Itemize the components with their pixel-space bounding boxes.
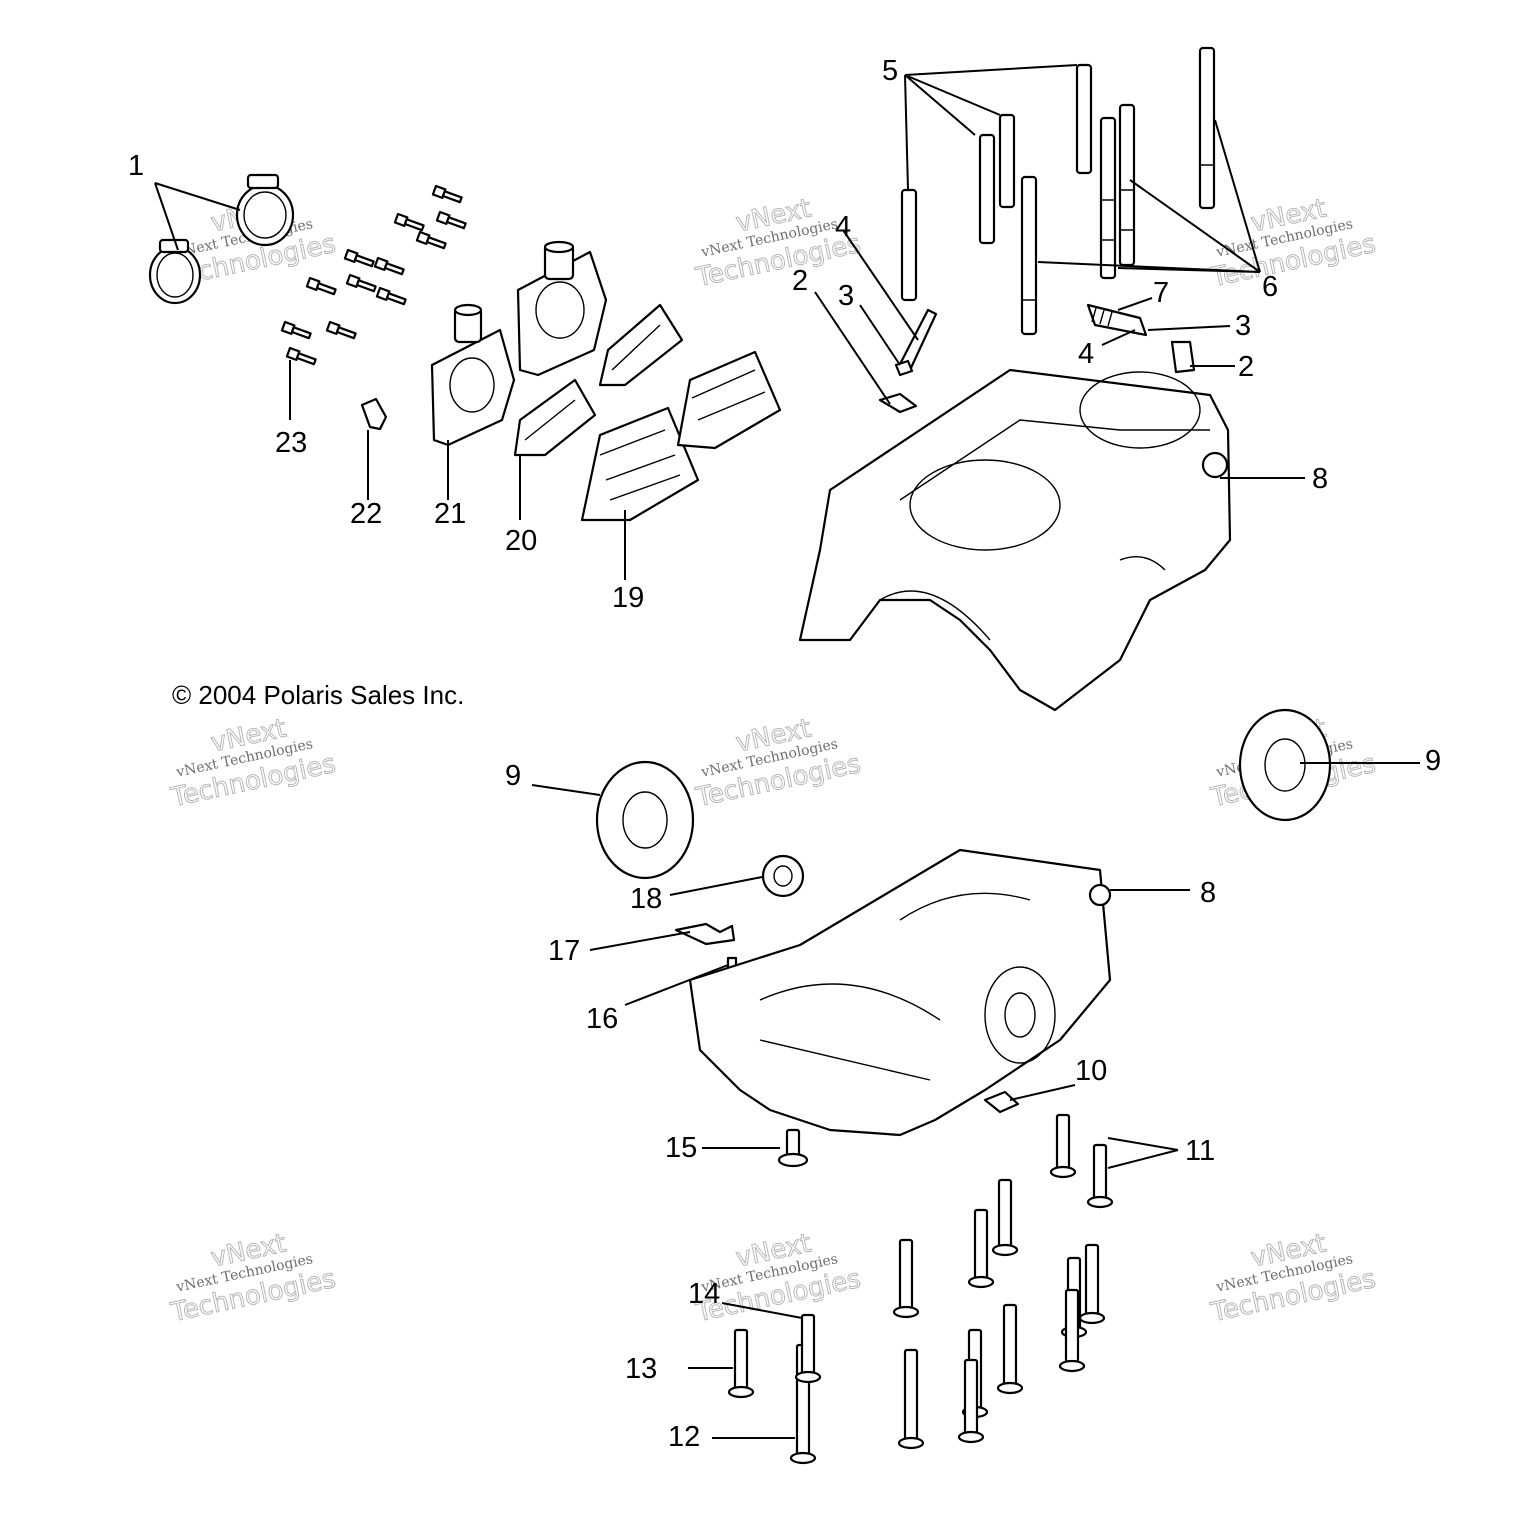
callout-4-right: 4 — [1078, 338, 1094, 370]
reed-spacer-20a — [513, 378, 597, 457]
cylinder-stud-set-5 — [900, 63, 1093, 302]
callout-4-left: 4 — [835, 211, 851, 243]
callout-labels: 1 23 22 21 20 19 5 6 4 3 2 7 3 4 2 8 9 9… — [128, 55, 1441, 1453]
lower-crankcase — [688, 848, 1112, 1137]
intake-flange-left — [430, 303, 516, 447]
watermark: vNext vNext Technologies Technologies — [1207, 193, 1379, 294]
callout-7: 7 — [1153, 277, 1169, 309]
watermark: vNext vNext Technologies Technologies — [167, 1228, 339, 1329]
callout-16: 16 — [586, 1003, 618, 1035]
callout-18: 18 — [630, 883, 662, 915]
callout-17: 17 — [548, 935, 580, 967]
bolt-13 — [727, 1328, 755, 1399]
callout-3-left: 3 — [838, 280, 854, 312]
callout-3-right: 3 — [1235, 310, 1251, 342]
callout-5: 5 — [882, 55, 898, 87]
callout-15: 15 — [665, 1132, 697, 1164]
clip-22 — [360, 397, 388, 431]
callout-21: 21 — [434, 498, 466, 530]
drain-plug-10 — [983, 1090, 1020, 1114]
bolt-set-long — [892, 1178, 1106, 1450]
callout-1: 1 — [128, 150, 144, 182]
callout-8-lower: 8 — [1200, 877, 1216, 909]
intake-flange-right — [516, 240, 608, 377]
fitting-2-left — [878, 392, 918, 414]
watermark: vNext vNext Technologies Technologies — [692, 713, 864, 814]
callout-6: 6 — [1262, 271, 1278, 303]
watermark: vNext vNext Technologies Technologies — [1207, 1228, 1379, 1329]
crank-seal-9-right — [1238, 708, 1332, 822]
copyright-notice: © 2004 Polaris Sales Inc. — [172, 680, 464, 710]
callout-19: 19 — [612, 582, 644, 614]
callout-11: 11 — [1185, 1135, 1215, 1167]
callout-14: 14 — [688, 1278, 720, 1310]
crank-seal-9-left — [595, 760, 695, 880]
watermark: vNext vNext Technologies Technologies — [167, 713, 339, 814]
callout-2-right: 2 — [1238, 351, 1254, 383]
leader-lines — [154, 64, 1420, 1439]
callout-12: 12 — [668, 1421, 700, 1453]
callout-22: 22 — [350, 498, 382, 530]
callout-10: 10 — [1075, 1055, 1107, 1087]
callout-13: 13 — [625, 1353, 657, 1385]
reed-valve-19a — [580, 406, 700, 522]
reed-spacer-20b — [598, 303, 684, 387]
callout-9-right: 9 — [1425, 745, 1441, 777]
callout-9-left: 9 — [505, 760, 521, 792]
small-bolt-cluster — [280, 184, 467, 366]
spring-7 — [1086, 303, 1148, 337]
bearing-18 — [761, 854, 805, 898]
bolt-15 — [777, 1128, 809, 1168]
callout-2-left: 2 — [792, 265, 808, 297]
cylinder-stud-set-6 — [1020, 46, 1216, 336]
fitting-17 — [674, 922, 736, 946]
bolt-set-11 — [1049, 1113, 1114, 1209]
reed-valve-19b — [676, 350, 782, 450]
callout-8-upper: 8 — [1312, 463, 1328, 495]
callout-20: 20 — [505, 525, 537, 557]
fitting-2-right — [1170, 340, 1196, 374]
bolt-14 — [794, 1313, 822, 1384]
callout-23: 23 — [275, 427, 307, 459]
hose-clamp-2 — [235, 173, 295, 247]
hose-clamp-1 — [148, 238, 202, 305]
upper-crankcase — [798, 368, 1232, 712]
